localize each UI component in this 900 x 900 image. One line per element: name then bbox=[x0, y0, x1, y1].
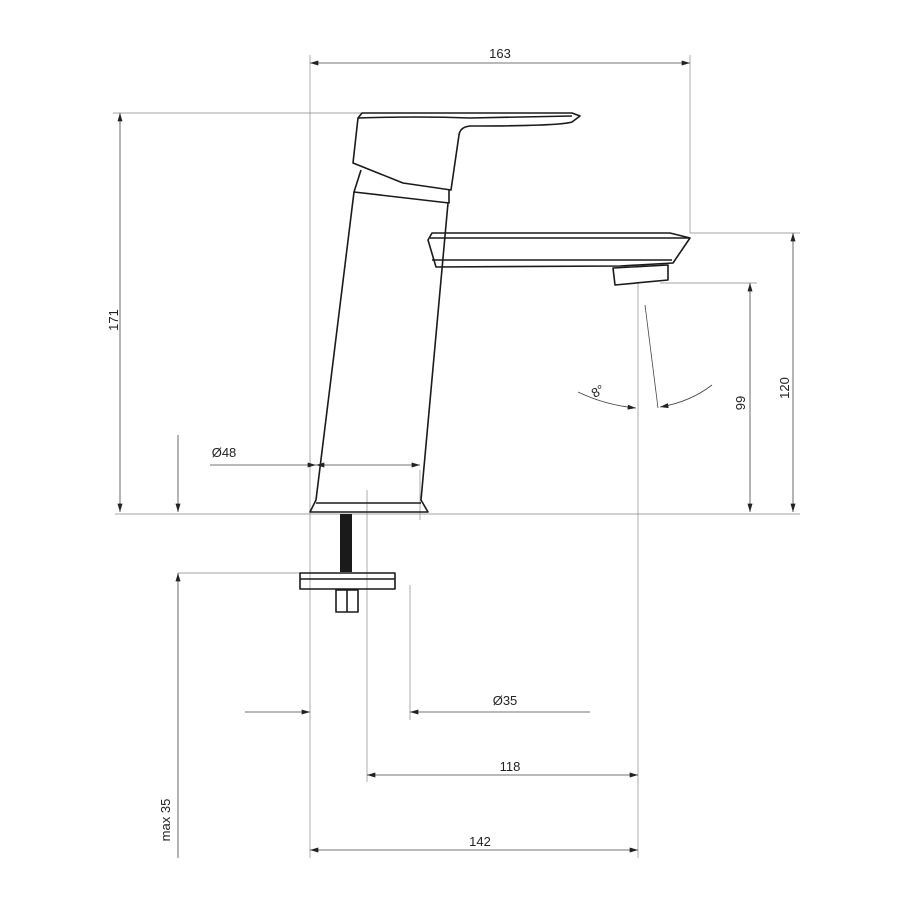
dim-outlet-height: 99 bbox=[733, 396, 748, 410]
faucet-body bbox=[309, 169, 450, 513]
mounting-kit bbox=[299, 514, 396, 613]
dim-spout-height: 120 bbox=[777, 377, 792, 399]
dim-height-total: 171 bbox=[106, 309, 121, 331]
dim-body-diameter: Ø48 bbox=[212, 445, 237, 460]
faucet-spout bbox=[427, 232, 691, 286]
extension-lines bbox=[113, 55, 800, 858]
dim-width-total: 163 bbox=[489, 46, 511, 61]
dim-spout-reach: 142 bbox=[469, 834, 491, 849]
dim-max-thickness: max 35 bbox=[158, 799, 173, 842]
dim-outlet-reach: 118 bbox=[500, 759, 521, 774]
dim-mount-diameter: Ø35 bbox=[493, 693, 518, 708]
dimension-lines bbox=[117, 60, 796, 858]
faucet-lever bbox=[352, 112, 581, 191]
